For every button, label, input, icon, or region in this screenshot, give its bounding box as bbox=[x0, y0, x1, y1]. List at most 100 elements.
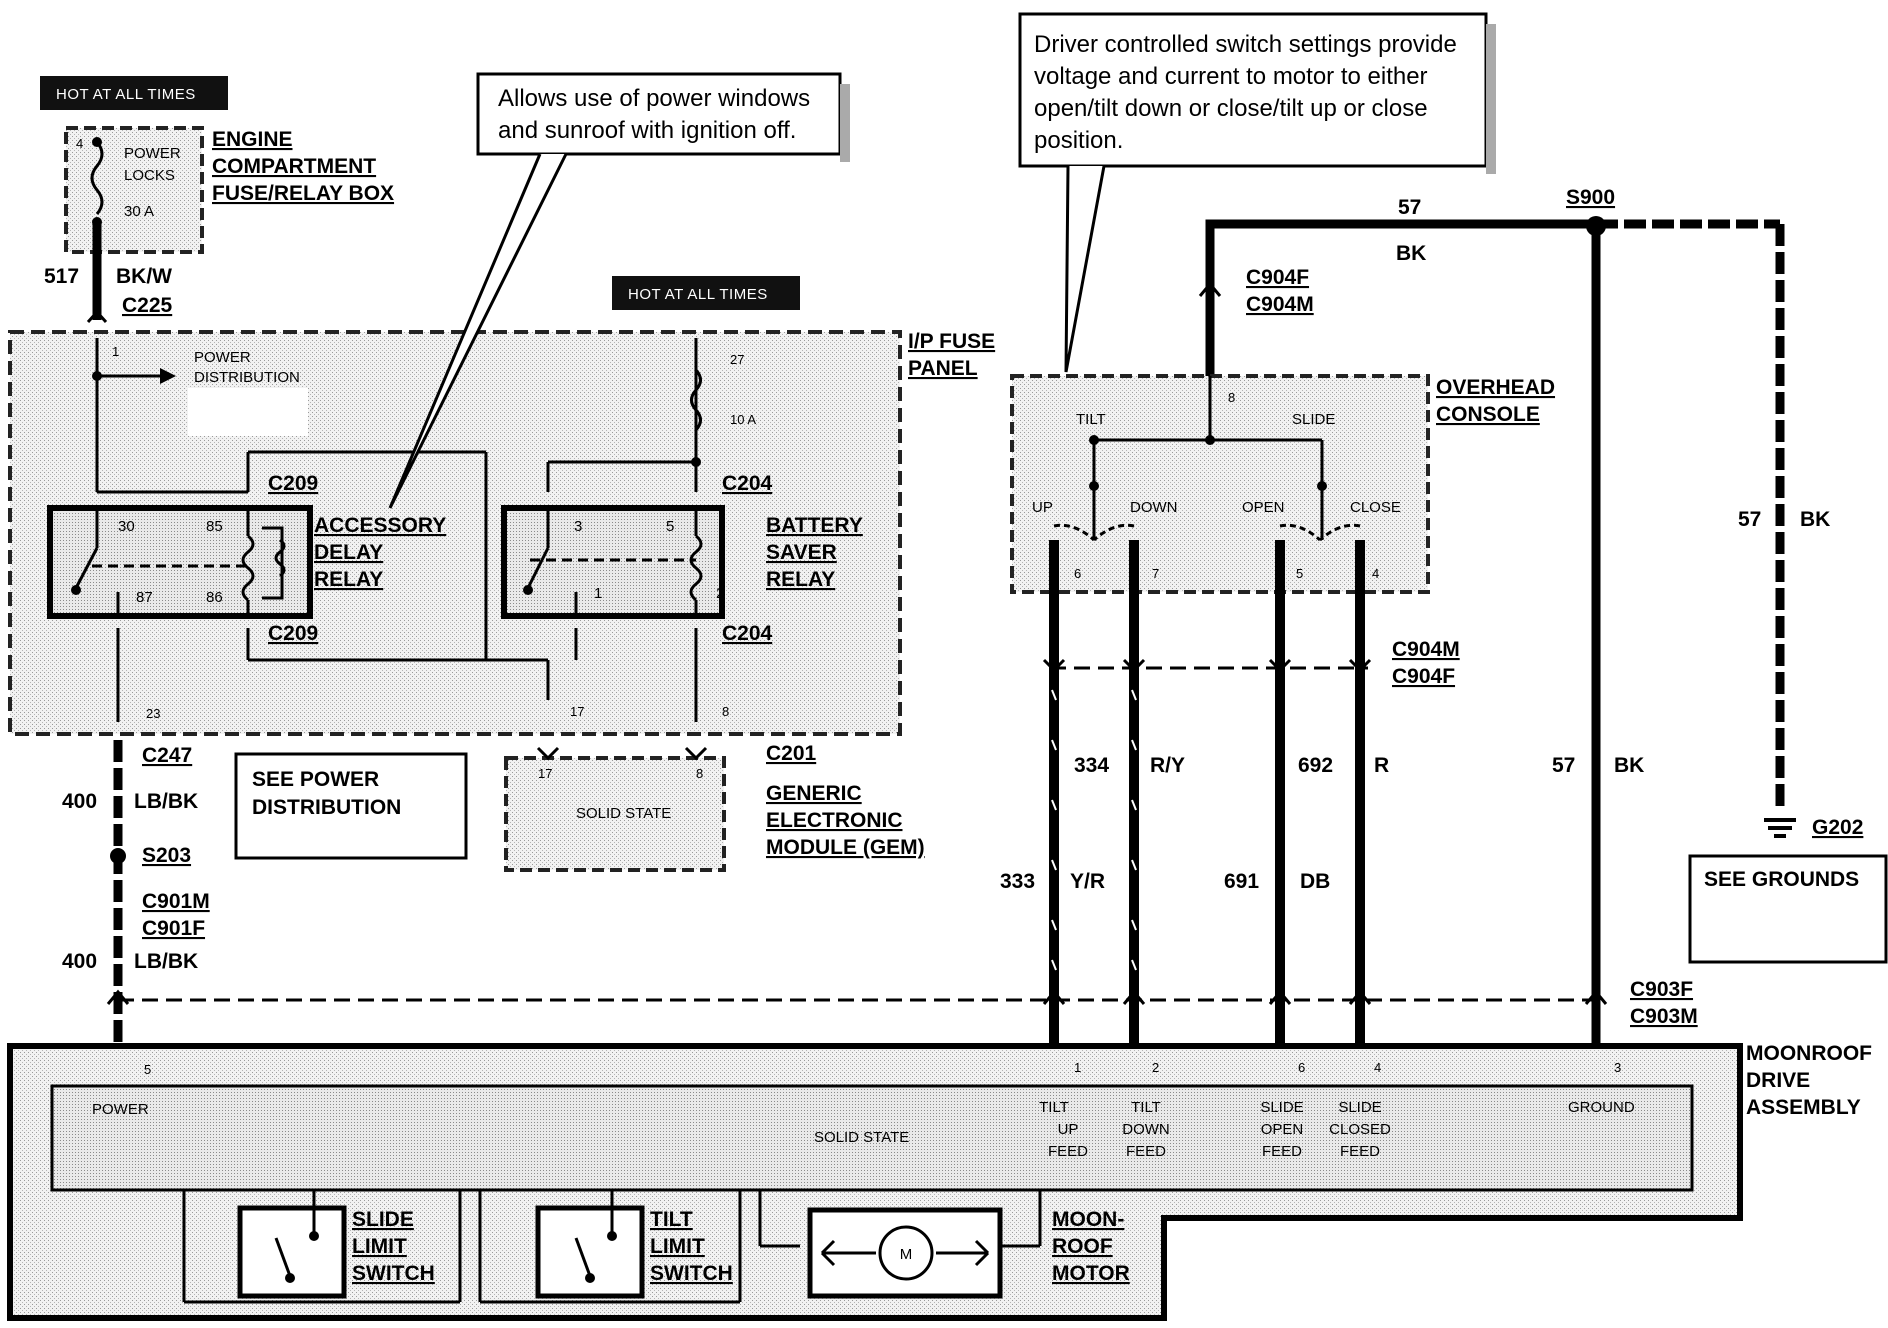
overhead-pin-8: 8 bbox=[1228, 390, 1235, 405]
moonroof-pin-4: 4 bbox=[1374, 1060, 1381, 1075]
moonroof-motor-glyph: M bbox=[900, 1246, 913, 1263]
ip-pin-1: 1 bbox=[112, 344, 119, 359]
moonroof-power: POWER bbox=[92, 1101, 149, 1118]
hot-banner-ip-text: HOT AT ALL TIMES bbox=[628, 286, 768, 303]
wire-57-mid: 57 bbox=[1552, 754, 1575, 777]
see-power-1: SEE POWER bbox=[252, 768, 379, 791]
splice-s900-label: S900 bbox=[1566, 186, 1615, 209]
connector-c247: C247 bbox=[142, 744, 192, 767]
moonroof-label-3: ASSEMBLY bbox=[1746, 1096, 1861, 1119]
connector-c903f: C903F bbox=[1630, 978, 1693, 1001]
callout-driver-pointer bbox=[1064, 165, 1106, 373]
engine-fuse-box bbox=[64, 126, 204, 254]
wire-691-color: DB bbox=[1300, 870, 1330, 893]
acc-relay-contacts bbox=[74, 508, 286, 616]
harness-400-b: 400 bbox=[62, 950, 97, 973]
ip-panel-blank bbox=[188, 388, 308, 436]
wire-334: 334 bbox=[1074, 754, 1109, 777]
ip-panel-label-2: PANEL bbox=[908, 357, 978, 380]
moonroof-motor-wiring bbox=[820, 1239, 990, 1267]
ip-fuse-pin: 27 bbox=[730, 352, 744, 367]
engine-box-label-1: ENGINE bbox=[212, 128, 293, 151]
slide-closed-3: FEED bbox=[1340, 1143, 1380, 1160]
acc-relay-pivot bbox=[71, 585, 81, 595]
acc-relay-label-3: RELAY bbox=[314, 568, 383, 591]
power-dist-arrow bbox=[160, 368, 176, 384]
connector-c901m: C901M bbox=[142, 890, 210, 913]
moonroof-pin-5: 5 bbox=[144, 1062, 151, 1077]
overhead-down: DOWN bbox=[1130, 499, 1178, 516]
moonroof-motor-symbol bbox=[878, 1225, 934, 1281]
harness-color-a: LB/BK bbox=[134, 790, 198, 813]
overhead-pin-6: 6 bbox=[1074, 566, 1081, 581]
engine-fuse-name-1: POWER bbox=[124, 145, 181, 162]
slide-limit-label-3: SWITCH bbox=[352, 1262, 435, 1285]
tilt-up-3: FEED bbox=[1048, 1143, 1088, 1160]
overhead-up: UP bbox=[1032, 499, 1053, 516]
battery-saver-relay bbox=[501, 505, 725, 619]
moonroof-pin-3: 3 bbox=[1614, 1060, 1621, 1075]
overhead-close: CLOSE bbox=[1350, 499, 1401, 516]
tilt-down-2: DOWN bbox=[1122, 1121, 1170, 1138]
feed-connector-symbols bbox=[106, 658, 1608, 1005]
slide-limit-node-2 bbox=[285, 1273, 295, 1283]
ip-panel-label-1: I/P FUSE bbox=[908, 330, 995, 353]
slide-limit-node-1 bbox=[309, 1231, 319, 1241]
bat-relay-label-3: RELAY bbox=[766, 568, 835, 591]
overhead-label-1: OVERHEAD bbox=[1436, 376, 1555, 399]
slide-closed-1: SLIDE bbox=[1338, 1099, 1381, 1116]
see-grounds-text: SEE GROUNDS bbox=[1704, 868, 1859, 891]
overhead-node-tilt-mid bbox=[1089, 481, 1099, 491]
slide-open-1: SLIDE bbox=[1260, 1099, 1303, 1116]
tilt-up-1: TILT bbox=[1039, 1099, 1069, 1116]
overhead-node-slide-mid bbox=[1317, 481, 1327, 491]
motor-label-3: MOTOR bbox=[1052, 1262, 1130, 1285]
overhead-pin-5: 5 bbox=[1296, 566, 1303, 581]
acc-pin-30: 30 bbox=[118, 518, 135, 535]
ip-node-2 bbox=[691, 457, 701, 467]
callout-driver-switch-shadow bbox=[1486, 24, 1496, 174]
hot-banner-engine-text: HOT AT ALL TIMES bbox=[56, 86, 196, 103]
engine-fuse-symbol bbox=[90, 141, 104, 215]
c225-symbol bbox=[86, 309, 108, 324]
gem-pin-8: 8 bbox=[696, 766, 703, 781]
ip-fuse-rating: 10 A bbox=[730, 412, 756, 427]
wire-692: 692 bbox=[1298, 754, 1333, 777]
tilt-limit-label-1: TILT bbox=[650, 1208, 693, 1231]
tilt-limit-node-1 bbox=[607, 1231, 617, 1241]
overhead-slide: SLIDE bbox=[1292, 411, 1335, 428]
callout-driver-switch bbox=[1018, 12, 1488, 168]
ip-out-pin-23: 23 bbox=[146, 706, 160, 721]
wire-517-color: BK/W bbox=[116, 265, 172, 288]
see-grounds-box bbox=[1688, 854, 1888, 964]
slide-limit-contact bbox=[274, 1190, 316, 1277]
slide-closed-2: CLOSED bbox=[1329, 1121, 1391, 1138]
connector-c904m-top: C904M bbox=[1246, 293, 1314, 316]
harness-400-a: 400 bbox=[62, 790, 97, 813]
acc-relay-label-2: DELAY bbox=[314, 541, 383, 564]
gem-module bbox=[504, 756, 726, 872]
overhead-node-8 bbox=[1205, 435, 1215, 445]
ip-fuse-symbol bbox=[690, 368, 702, 432]
acc-pin-87: 87 bbox=[136, 589, 153, 606]
callout-ignition-off bbox=[476, 72, 842, 156]
engine-fuse-pin: 4 bbox=[76, 136, 83, 151]
c209-bottom: C209 bbox=[268, 622, 318, 645]
overhead-open: OPEN bbox=[1242, 499, 1285, 516]
connector-c225: C225 bbox=[122, 294, 173, 317]
ip-internal-wiring bbox=[95, 338, 698, 722]
engine-fuse-name-2: LOCKS bbox=[124, 167, 175, 184]
ip-power-dist-2: DISTRIBUTION bbox=[194, 369, 300, 386]
slide-limit-label-1: SLIDE bbox=[352, 1208, 414, 1231]
tilt-down-3: FEED bbox=[1126, 1143, 1166, 1160]
engine-box-label-3: FUSE/RELAY BOX bbox=[212, 182, 394, 205]
wire-691: 691 bbox=[1224, 870, 1259, 893]
ip-power-dist-1: POWER bbox=[194, 349, 251, 366]
callout-driver-line-3: open/tilt down or close/tilt up or close bbox=[1034, 95, 1428, 122]
c904-top-symbol bbox=[1198, 281, 1222, 297]
bat-relay-pivot bbox=[523, 585, 533, 595]
overhead-console bbox=[1010, 374, 1430, 594]
wire-333-color: Y/R bbox=[1070, 870, 1105, 893]
overhead-label-2: CONSOLE bbox=[1436, 403, 1540, 426]
